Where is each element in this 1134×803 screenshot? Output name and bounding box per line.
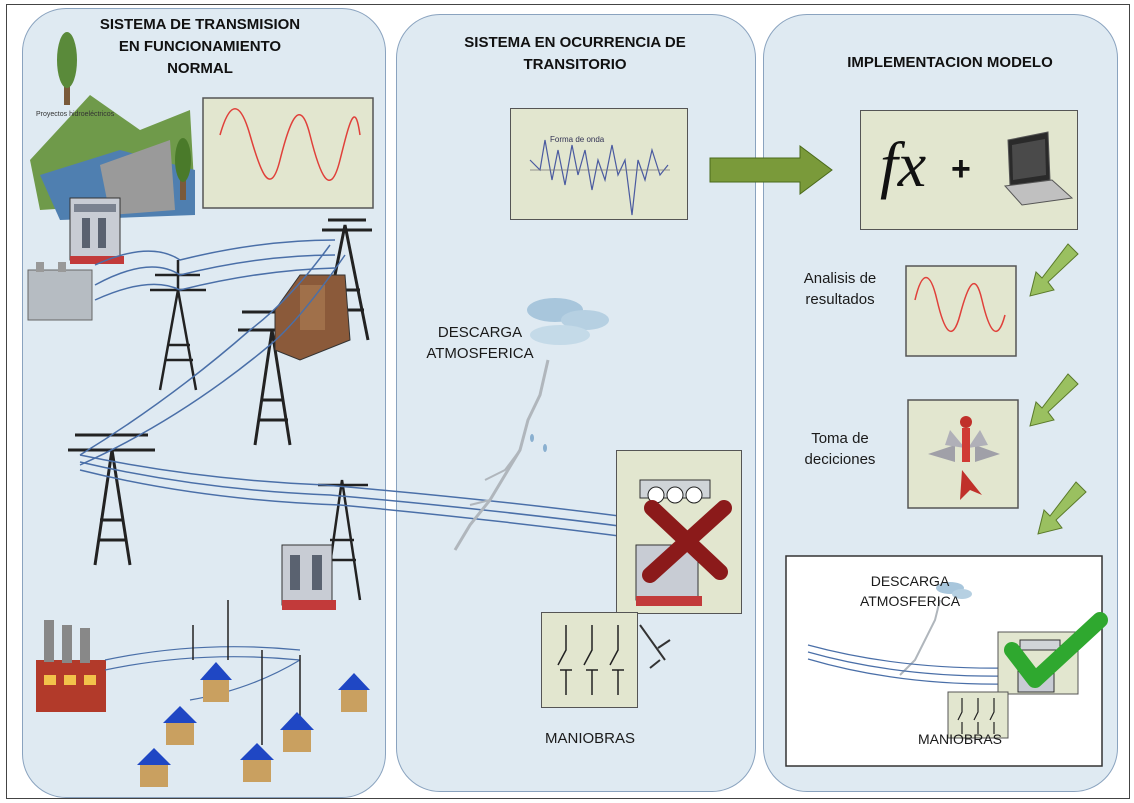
house-icon <box>163 706 197 745</box>
fx-symbol: fx <box>880 129 927 200</box>
sine-wave <box>219 108 361 182</box>
arrow-icon <box>1037 481 1087 535</box>
arrow-icon <box>709 145 833 195</box>
plug-icon <box>639 624 671 669</box>
tower-icon <box>318 479 368 601</box>
distribution-lines <box>104 646 301 701</box>
arrow-icon <box>1029 373 1079 427</box>
tower-icon <box>150 260 206 391</box>
waveform-label: Forma de onda <box>550 135 605 144</box>
power-plant-icon <box>69 197 124 264</box>
panel-normal-title: SISTEMA DE TRANSMISION EN FUNCIONAMIENTO… <box>99 16 301 77</box>
cross-icon <box>642 500 732 583</box>
factory-icon <box>36 620 106 712</box>
lightning-icon <box>899 599 941 676</box>
substation-icon <box>635 479 711 606</box>
arrow-icon <box>1029 243 1079 297</box>
house-icon <box>240 743 274 782</box>
descarga-label: DESCARGA ATMOSFERICA <box>426 324 534 362</box>
plus-symbol: + <box>951 150 971 188</box>
panel-model-title: IMPLEMENTACION MODELO <box>847 54 1053 71</box>
inset-maniobras-label: MANIOBRAS <box>917 731 1002 747</box>
decision-arrows-icon <box>928 416 1000 500</box>
substation-icon <box>274 274 351 361</box>
power-lines <box>79 239 651 541</box>
switches-box <box>541 612 638 708</box>
switch-icon <box>957 698 995 734</box>
hydro-project-icon <box>30 32 195 220</box>
laptop-icon <box>1003 131 1074 206</box>
house-icon <box>280 712 314 752</box>
hydro-label: Proyectos hidroeléctricos <box>36 111 115 118</box>
tower-icon <box>238 310 310 446</box>
house-icon <box>137 748 171 787</box>
cloud-icon <box>936 582 972 599</box>
checkmark-icon <box>1004 612 1108 688</box>
power-lines <box>807 644 1011 685</box>
house-icon <box>338 673 370 712</box>
sine-wave-box <box>202 97 374 209</box>
switch-icon <box>557 625 624 695</box>
inset-descarga-label: DESCARGA ATMOSFERICA <box>859 573 961 609</box>
panel-transient-title: SISTEMA EN OCURRENCIA DE TRANSITORIO <box>464 34 686 73</box>
pole-icon <box>192 600 301 745</box>
lightning-icon <box>453 359 550 551</box>
cloud-icon <box>527 298 609 345</box>
maniobras-label: MANIOBRAS <box>544 730 635 747</box>
results-sine-wave <box>914 277 1006 332</box>
analisis-label: Analisis de resultados <box>803 270 877 308</box>
house-icon <box>200 662 232 702</box>
toma-label: Toma de deciciones <box>804 430 876 468</box>
transformer-icon <box>27 262 93 321</box>
substation-icon <box>281 544 336 610</box>
